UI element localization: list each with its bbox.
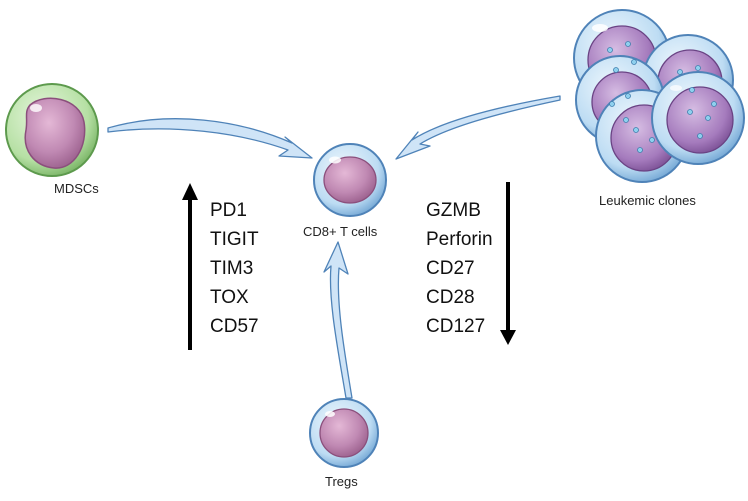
- marker-item: PD1: [210, 200, 247, 221]
- downregulated-markers: GZMB Perforin CD27 CD28 CD127: [426, 196, 493, 341]
- upregulated-markers: PD1 TIGIT TIM3 TOX CD57: [210, 196, 259, 341]
- arrow-tregs-to-cd8: [323, 241, 353, 399]
- arrow-leukemic-to-cd8: [395, 95, 561, 160]
- cd8-t-cell: [313, 143, 387, 217]
- marker-item: CD127: [426, 316, 486, 337]
- marker-item: Perforin: [426, 229, 493, 250]
- cd8-label: CD8+ T cells: [303, 224, 378, 239]
- leukemic-clones: [573, 9, 745, 183]
- leukemic-label: Leukemic clones: [599, 193, 696, 208]
- marker-item: CD57: [210, 316, 259, 337]
- arrow-mdsc-to-cd8: [107, 118, 313, 159]
- upregulation-arrow: [182, 183, 198, 350]
- marker-item: CD27: [426, 258, 475, 279]
- marker-item: TIM3: [210, 258, 254, 279]
- treg-cell: [309, 398, 379, 468]
- tregs-label: Tregs: [325, 474, 358, 489]
- mdsc-label: MDSCs: [54, 181, 99, 196]
- downregulation-arrow: [500, 182, 516, 345]
- leukemic-granules: [607, 41, 717, 153]
- marker-item: CD28: [426, 287, 475, 308]
- mdsc-cell: [5, 83, 99, 177]
- leukemic-cell-front: [651, 71, 745, 165]
- marker-item: TOX: [210, 287, 249, 308]
- marker-item: TIGIT: [210, 229, 259, 250]
- marker-item: GZMB: [426, 200, 481, 221]
